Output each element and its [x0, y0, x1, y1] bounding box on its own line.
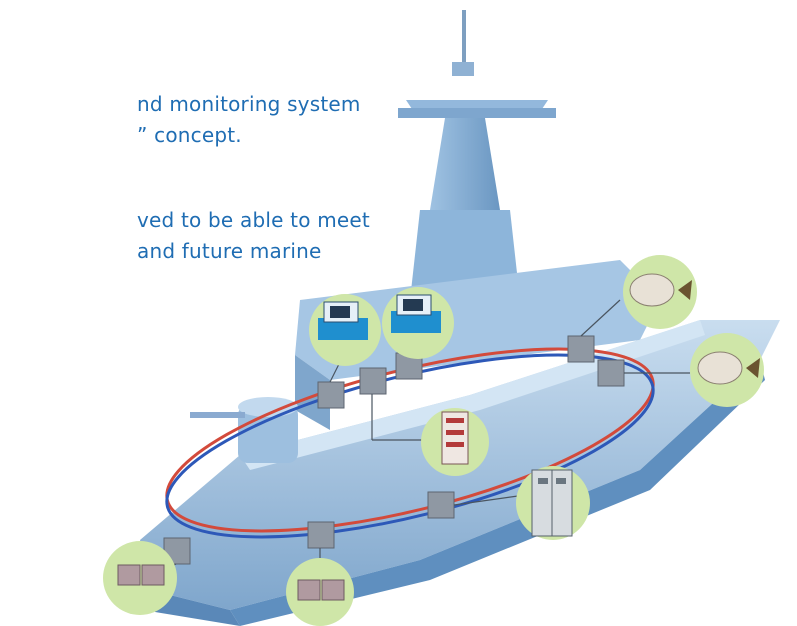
- network-node: [567, 335, 595, 363]
- callout-propulsion-2: [690, 333, 764, 407]
- callout-propulsion-1: [623, 255, 697, 329]
- control-panel-icon: [441, 411, 469, 465]
- ring-network: [165, 347, 655, 539]
- network-node: [427, 491, 455, 519]
- network-node: [597, 359, 625, 387]
- switchboard-cabinet-icon: [531, 469, 573, 537]
- generator-icon: [117, 564, 165, 586]
- console-icon: [391, 294, 441, 333]
- callout-console-1: [309, 294, 381, 366]
- propulsion-motor-icon: [697, 351, 760, 385]
- callout-generator-1: [103, 541, 177, 615]
- propulsion-motor-icon: [629, 273, 692, 307]
- generator-icon: [297, 579, 345, 601]
- network-node: [359, 367, 387, 395]
- callout-generator-2: [286, 558, 354, 626]
- mast: [398, 10, 556, 300]
- callout-console-2: [382, 287, 454, 359]
- callout-control-panel: [421, 408, 489, 476]
- network-nodes: [163, 335, 625, 565]
- network-node: [307, 521, 335, 549]
- network-node: [317, 381, 345, 409]
- callout-switchboard: [516, 466, 590, 540]
- console-icon: [318, 301, 368, 340]
- superstructure: [295, 260, 660, 430]
